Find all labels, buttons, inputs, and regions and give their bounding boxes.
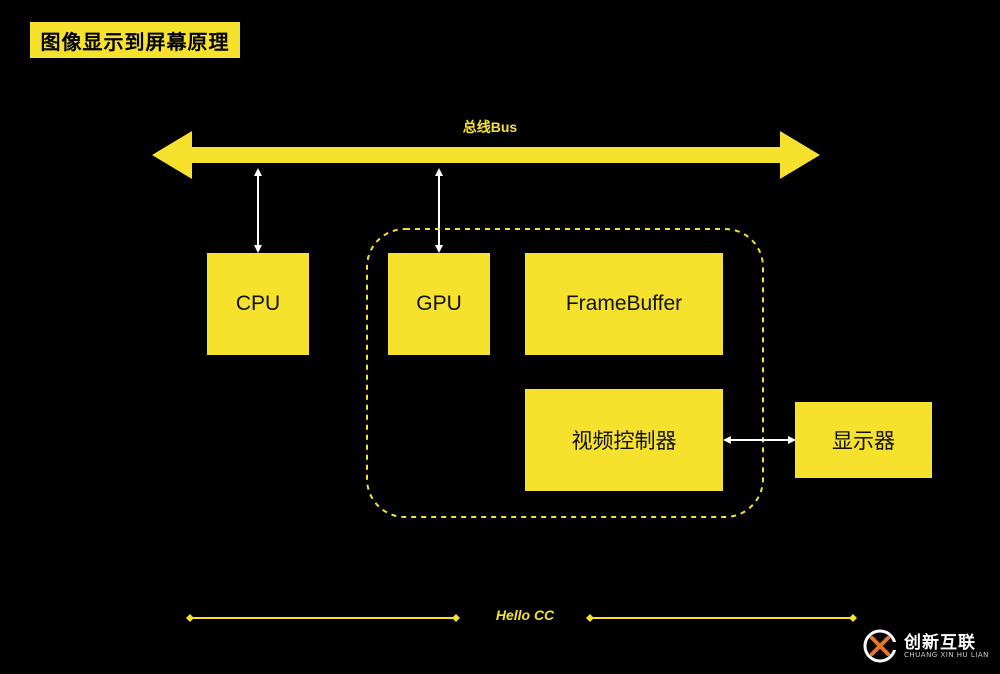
logo-name: 创新互联 xyxy=(904,633,976,653)
bus-label: 总线Bus xyxy=(462,119,518,135)
bus-arrow xyxy=(152,131,820,179)
gpu-box: GPU xyxy=(388,253,490,355)
framebuffer-box: FrameBuffer xyxy=(525,253,723,355)
diagram-title: 图像显示到屏幕原理 xyxy=(30,22,240,58)
brand-logo: 创新互联 CHUANG XIN HU LIAN xyxy=(860,626,1000,666)
footer-left-line xyxy=(186,614,460,622)
logo-subtitle: CHUANG XIN HU LIAN xyxy=(904,651,989,659)
video-controller-box: 视频控制器 xyxy=(525,389,723,491)
footer-label: Hello CC xyxy=(495,607,555,623)
display-box: 显示器 xyxy=(795,402,932,478)
gpu-group-outline xyxy=(366,228,764,518)
x-logo-icon xyxy=(863,629,898,663)
footer-right-line xyxy=(586,614,857,622)
cpu-box: CPU xyxy=(207,253,309,355)
